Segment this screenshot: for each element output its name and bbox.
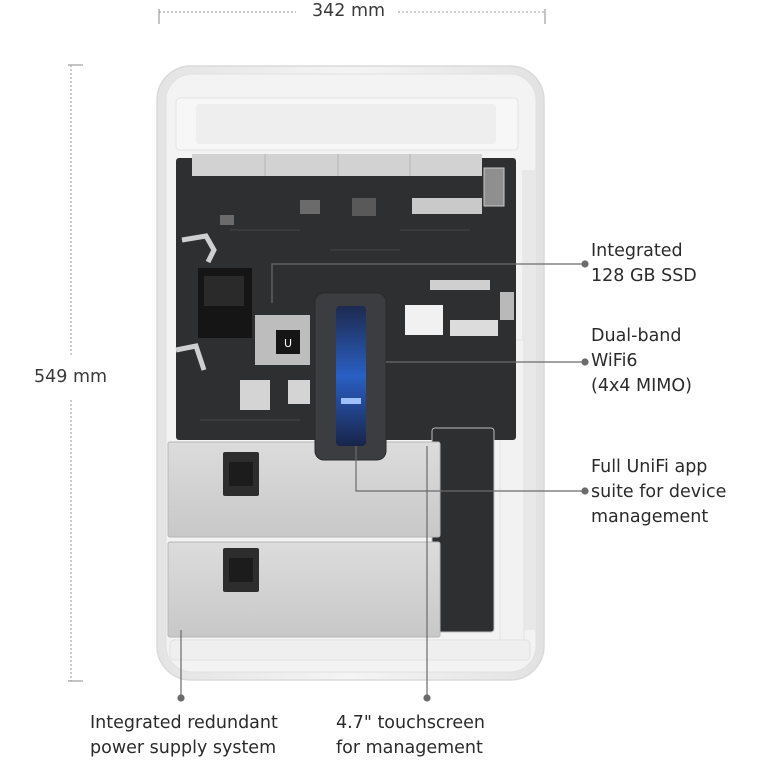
width-dimension [158,9,546,24]
callout-ssd: Integrated 128 GB SSD [591,239,697,289]
callout-power: Integrated redundant power supply system [90,711,278,761]
height-dimension-label: 549 mm [34,367,108,387]
callout-ssd-line1: Integrated [591,241,683,261]
touchscreen-display [336,306,366,446]
callout-app-line2: suite for device [591,482,727,502]
callout-touchscreen-line2: for management [336,738,483,758]
callout-line-app [355,446,589,495]
side-board [431,427,495,633]
height-dimension [68,64,83,682]
callout-app-line1: Full UniFi app [591,457,708,477]
callout-app-line3: management [591,507,709,527]
unifi-logo: U [284,337,292,350]
callout-touchscreen-line1: 4.7" touchscreen [336,713,485,733]
width-dimension-label: 342 mm [312,1,386,21]
callout-line-ssd [271,260,589,303]
psu-module-top [167,441,441,538]
callout-wifi-line2: WiFi6 [591,351,638,371]
callout-power-line2: power supply system [90,738,277,758]
callout-wifi-line3: (4x4 MIMO) [591,376,692,396]
callout-touchscreen: 4.7" touchscreen for management [336,711,485,761]
callout-power-line1: Integrated redundant [90,713,278,733]
callout-wifi-line1: Dual-band [591,326,682,346]
callout-line-wifi [386,358,589,366]
psu-module-bottom [167,541,441,638]
callout-line-touchscreen [423,446,431,702]
callout-line-power [177,630,185,702]
callout-app: Full UniFi app suite for device manageme… [591,455,726,530]
touchscreen-module [314,292,387,461]
callout-ssd-line2: 128 GB SSD [591,266,697,286]
callout-wifi: Dual-band WiFi6 (4x4 MIMO) [591,324,692,399]
